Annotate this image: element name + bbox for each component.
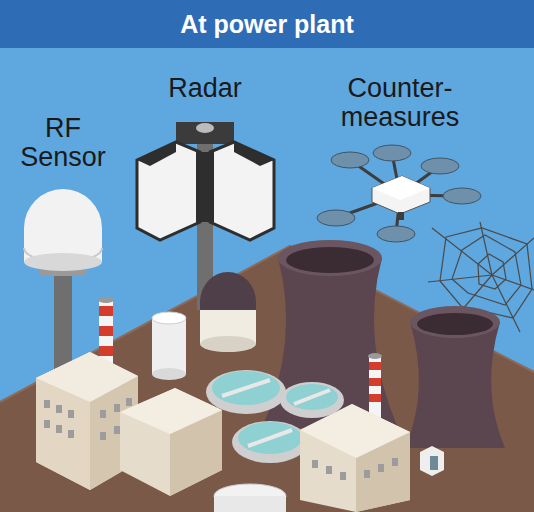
storage-tanks-part bbox=[152, 318, 186, 374]
building-part-part bbox=[56, 405, 62, 413]
clarifier-pool-part bbox=[280, 382, 344, 418]
radar-mast-part bbox=[196, 123, 214, 133]
radar-mast-part bbox=[234, 142, 274, 166]
clarifier-pool-part bbox=[212, 371, 280, 405]
platform-part bbox=[0, 246, 534, 512]
building-part bbox=[214, 496, 286, 512]
building-part-part bbox=[312, 460, 318, 468]
building bbox=[36, 352, 444, 512]
building-part bbox=[300, 404, 410, 458]
web-net-part bbox=[492, 238, 534, 275]
building-part-part bbox=[44, 400, 50, 408]
radar-mast-part bbox=[176, 122, 234, 144]
drone-part-part bbox=[377, 226, 415, 242]
building-part-part bbox=[340, 472, 346, 480]
drone-part-part bbox=[443, 188, 481, 204]
building-part bbox=[36, 352, 138, 402]
chimney-part bbox=[99, 346, 113, 356]
building-part bbox=[120, 388, 222, 496]
cooling-tower-part bbox=[286, 247, 374, 273]
radar-mast-part bbox=[196, 152, 214, 222]
cooling-tower-part bbox=[278, 240, 382, 276]
storage-tanks bbox=[152, 272, 256, 380]
building-part-part bbox=[44, 420, 50, 428]
cooling-tower-part bbox=[405, 322, 505, 448]
drone-part bbox=[372, 176, 430, 200]
radar-mast-part bbox=[137, 142, 200, 240]
building-part-part bbox=[326, 466, 332, 474]
building-part-part bbox=[114, 426, 120, 434]
part-label: Radar bbox=[130, 74, 280, 103]
building-part bbox=[312, 458, 398, 480]
building-part-part bbox=[392, 458, 398, 466]
building-part-part bbox=[56, 425, 62, 433]
rf-sensor-part bbox=[24, 189, 102, 262]
title-text: At power plant bbox=[180, 10, 354, 39]
drone-part-part bbox=[331, 152, 369, 168]
chimney-part bbox=[98, 297, 114, 303]
building-part-part bbox=[114, 404, 120, 412]
web-net-part bbox=[428, 275, 492, 282]
building-part-part bbox=[378, 464, 384, 472]
drone-part bbox=[398, 212, 404, 220]
radar-mast bbox=[137, 122, 274, 310]
radar-mast-part bbox=[137, 142, 176, 166]
drone-part-part bbox=[317, 210, 355, 226]
chimney-part bbox=[368, 353, 382, 359]
building-part bbox=[420, 446, 444, 476]
storage-tanks-part bbox=[200, 336, 256, 352]
clarifier-pool-part bbox=[238, 422, 302, 454]
building-part-part bbox=[68, 410, 74, 418]
storage-tanks-part bbox=[200, 272, 256, 302]
drone-part bbox=[317, 145, 481, 242]
building-part-part bbox=[100, 410, 106, 418]
storage-tanks-part bbox=[152, 312, 186, 324]
title-band: At power plant bbox=[0, 0, 534, 48]
clarifier-pool-part bbox=[232, 421, 308, 463]
web-net-part bbox=[452, 235, 521, 305]
platform bbox=[0, 246, 534, 512]
building-part-part bbox=[364, 470, 370, 478]
cooling-tower bbox=[262, 240, 505, 448]
web-net-part bbox=[440, 228, 532, 318]
building-part bbox=[120, 388, 222, 434]
clarifier-pool-part bbox=[248, 430, 292, 446]
chimney-part bbox=[369, 394, 381, 402]
drone-part-part bbox=[421, 158, 459, 174]
rf-sensor-part bbox=[24, 253, 102, 271]
cooling-tower-part bbox=[262, 258, 398, 428]
chimney-part bbox=[99, 326, 113, 336]
cooling-tower-part bbox=[417, 313, 493, 335]
radar-mast-part bbox=[210, 142, 274, 240]
storage-tanks-part bbox=[152, 368, 186, 380]
drone bbox=[317, 145, 481, 242]
cooling-tower-part bbox=[410, 306, 500, 338]
building-part bbox=[44, 398, 132, 440]
building-part bbox=[300, 404, 410, 512]
web-net-part bbox=[478, 254, 506, 289]
clarifier-pool-part bbox=[206, 370, 286, 414]
drone-part bbox=[372, 176, 430, 214]
chimney-part bbox=[369, 378, 381, 386]
rf-sensor bbox=[24, 189, 102, 380]
clarifier-pool-part bbox=[294, 390, 330, 404]
drone-part-part bbox=[373, 145, 411, 161]
clarifier-pool-part bbox=[222, 380, 270, 396]
building-part-part bbox=[126, 398, 132, 406]
building-part-part bbox=[68, 430, 74, 438]
building-part bbox=[430, 456, 438, 470]
chimney-part bbox=[369, 362, 381, 370]
clarifier-pool-part bbox=[286, 384, 338, 410]
storage-tanks-part bbox=[200, 300, 256, 310]
part-label: RF Sensor bbox=[8, 114, 118, 172]
building-part-part bbox=[100, 432, 106, 440]
part-label: Counter- measures bbox=[335, 74, 465, 132]
chimney-part bbox=[99, 306, 113, 316]
